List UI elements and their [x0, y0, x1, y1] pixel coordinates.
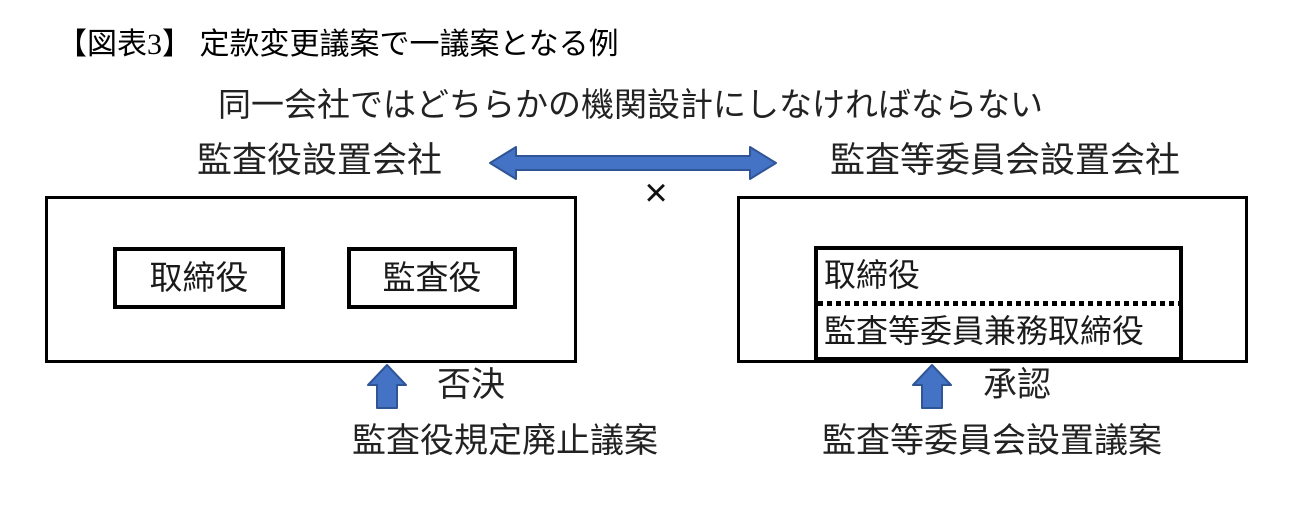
directors-box: 取締役: [113, 247, 285, 309]
right-result-label: 承認: [983, 366, 1051, 404]
constraint-note: 同一会社ではどちらかの機関設計にしなければならない: [218, 86, 1043, 123]
not-allowed-mark: ×: [644, 171, 668, 215]
directors-box-label: 取締役: [149, 259, 249, 297]
left-company-label: 監査役設置会社: [197, 141, 443, 180]
figure-title: 【図表3】 定款変更議案で一議案となる例: [57, 28, 619, 61]
right-proposal-label: 監査等委員会設置議案: [822, 422, 1162, 460]
right-up-arrow-icon: [912, 364, 952, 409]
left-proposal-label: 監査役規定廃止議案: [352, 422, 658, 460]
left-up-arrow-icon: [367, 364, 407, 409]
audit-committee-members-label: 監査等委員兼務取締役: [824, 313, 1145, 350]
dotted-divider: [818, 301, 1179, 306]
auditors-box-label: 監査役: [382, 259, 482, 297]
audit-committee-directors-box: 取締役 監査等委員兼務取締役: [814, 246, 1183, 361]
right-company-label: 監査等委員会設置会社: [830, 141, 1181, 180]
auditors-box: 監査役: [347, 247, 517, 309]
two-way-arrow-icon: [489, 146, 777, 180]
left-result-label: 否決: [437, 366, 505, 404]
directors-row-label: 取締役: [824, 257, 921, 294]
audit-committee-members-row: 監査等委員兼務取締役: [818, 306, 1179, 357]
directors-row: 取締役: [818, 250, 1179, 301]
